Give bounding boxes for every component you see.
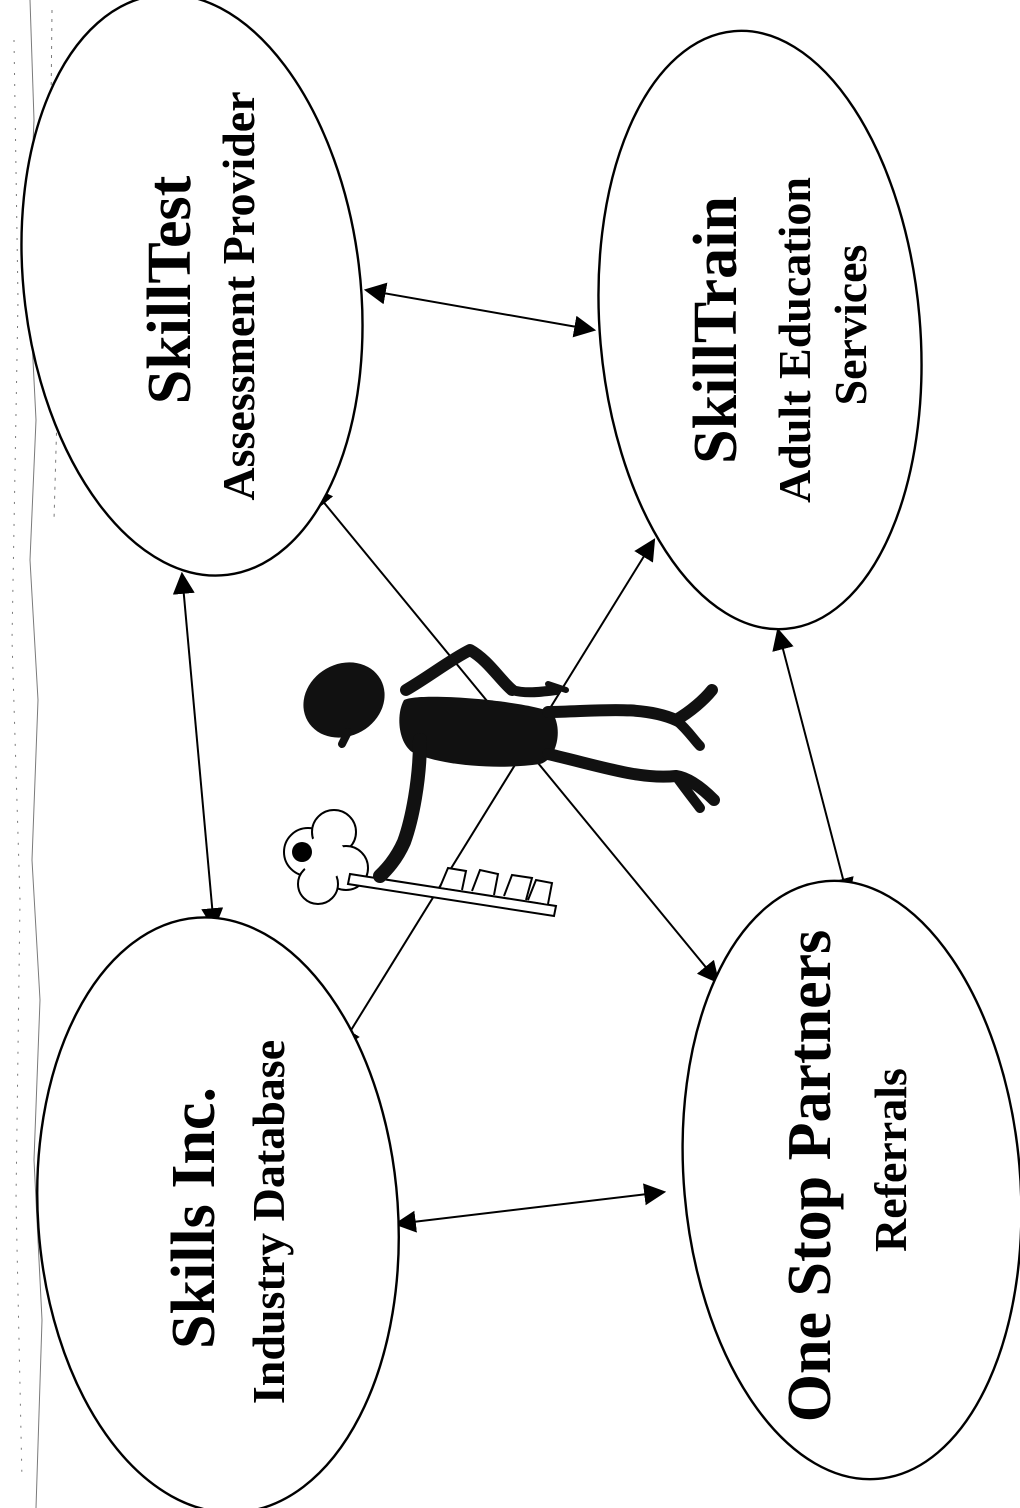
connector-skilltest-skilltrain (363, 282, 597, 338)
node-skills-inc: Skills Inc. Industry Database (36, 916, 400, 1508)
node-skilltrain: SkillTrain Adult Education Services (597, 29, 923, 631)
node-skilltrain-title: SkillTrain (682, 196, 750, 464)
node-skilltest-subtitle: Assessment Provider (213, 91, 264, 500)
node-skilltrain-subtitle-line2: Services (825, 245, 876, 406)
connector-skillsinc-onestop (393, 1183, 667, 1233)
node-skills-inc-title: Skills Inc. (160, 1087, 228, 1349)
stick-figure-person-icon (303, 644, 720, 883)
node-skilltrain-subtitle-line1: Adult Education (769, 177, 820, 503)
node-skilltest: SkillTest Assessment Provider (20, 0, 364, 577)
node-one-stop-title: One Stop Partners (776, 930, 844, 1423)
connector-skilltrain-skillsinc (338, 538, 656, 1050)
key-icon (283, 809, 558, 918)
node-skills-inc-subtitle: Industry Database (243, 1040, 294, 1404)
connector-skilltest-skillsinc (172, 571, 224, 931)
node-one-stop: One Stop Partners Referrals (681, 879, 1020, 1481)
connector-skilltrain-onestop (772, 627, 854, 901)
node-skilltest-title: SkillTest (136, 175, 204, 404)
node-one-stop-subtitle: Referrals (865, 1068, 916, 1252)
